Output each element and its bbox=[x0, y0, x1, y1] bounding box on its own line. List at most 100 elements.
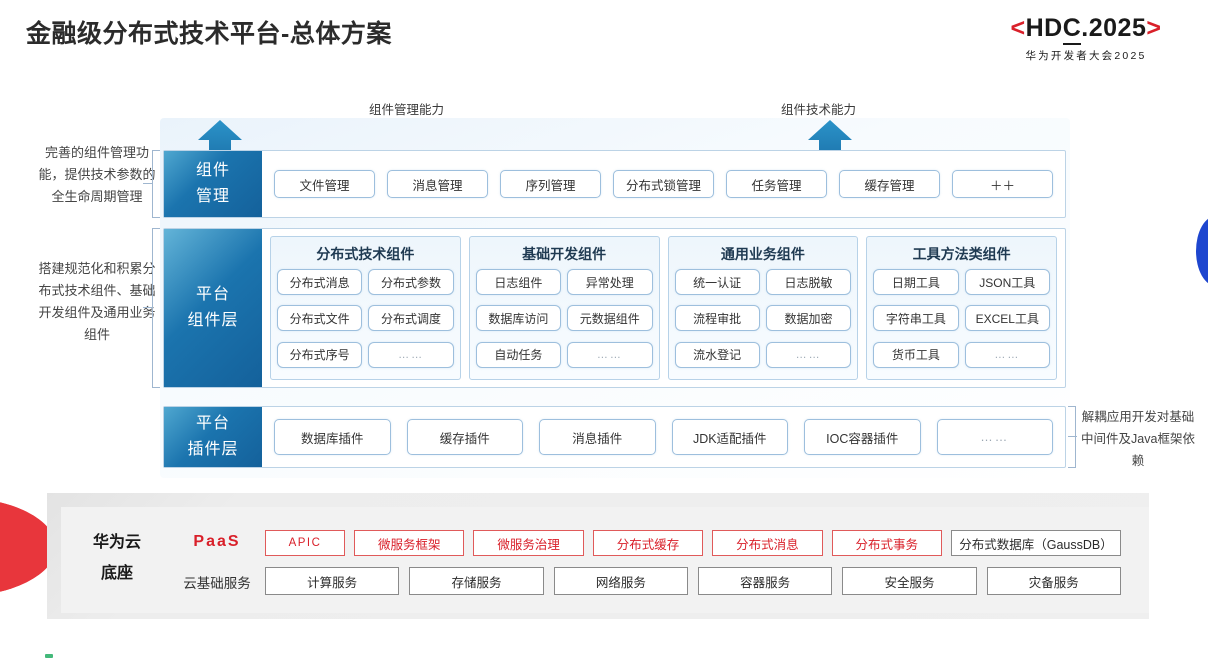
bracket-component-layer bbox=[152, 228, 160, 388]
layer-label-line1: 平台 bbox=[195, 286, 230, 303]
chip-distributed-database-gaussdb[interactable]: 分布式数据库（GaussDB） bbox=[951, 530, 1121, 556]
group-grid-basic-development: 日志组件 异常处理 数据库访问 元数据组件 自动任务 …… bbox=[475, 269, 653, 374]
chip-message-plugin[interactable]: 消息插件 bbox=[539, 419, 656, 455]
chip-string-tool[interactable]: 字符串工具 bbox=[873, 305, 959, 332]
layer-label-platform-component: 平台 组件层 bbox=[164, 229, 262, 387]
bracket-component-management bbox=[152, 150, 160, 218]
layer-label-line2: 插件层 bbox=[187, 441, 239, 458]
chip-cache-management[interactable]: 缓存管理 bbox=[839, 170, 940, 198]
chip-apic[interactable]: APIC bbox=[265, 530, 346, 556]
layer-body-platform-component: 分布式技术组件 分布式消息 分布式参数 分布式文件 分布式调度 分布式序号 ……… bbox=[262, 229, 1065, 387]
chip-log-desensitization[interactable]: 日志脱敏 bbox=[765, 269, 852, 295]
layer-body-component-management: 文件管理 消息管理 序列管理 分布式锁管理 任务管理 缓存管理 ＋＋ bbox=[262, 151, 1065, 217]
layer-platform-component: 平台 组件层 分布式技术组件 分布式消息 分布式参数 分布式文件 分布式调度 分… bbox=[163, 228, 1066, 388]
cloud-base-title: 华为云 底座 bbox=[78, 527, 156, 589]
logo-text-b: C bbox=[1062, 14, 1082, 45]
chip-database-plugin[interactable]: 数据库插件 bbox=[274, 419, 391, 455]
right-note: 解耦应用开发对基础中间件及Java框架依赖 bbox=[1081, 410, 1195, 468]
layer-label-platform-plugin: 平台 插件层 bbox=[164, 407, 262, 467]
chip-jdk-adaptation-plugin[interactable]: JDK适配插件 bbox=[671, 419, 788, 455]
chip-more-plugins[interactable]: …… bbox=[936, 419, 1053, 455]
chip-microservice-governance[interactable]: 微服务治理 bbox=[473, 530, 584, 556]
chip-metadata-component[interactable]: 元数据组件 bbox=[567, 305, 653, 332]
chip-exception-handling[interactable]: 异常处理 bbox=[567, 269, 653, 295]
group-grid-distributed-tech: 分布式消息 分布式参数 分布式文件 分布式调度 分布式序号 …… bbox=[277, 269, 454, 374]
group-title-tool-methods: 工具方法类组件 bbox=[912, 246, 1011, 262]
bracket-tick-1 bbox=[143, 183, 152, 185]
chip-distributed-file[interactable]: 分布式文件 bbox=[277, 305, 363, 332]
chip-network-service[interactable]: 网络服务 bbox=[553, 567, 688, 595]
cloud-service-row: 计算服务 存储服务 网络服务 容器服务 安全服务 灾备服务 bbox=[265, 567, 1121, 595]
chip-disaster-recovery-service[interactable]: 灾备服务 bbox=[986, 567, 1121, 595]
chip-message-management[interactable]: 消息管理 bbox=[387, 170, 488, 198]
logo-bracket-right-icon: > bbox=[1146, 14, 1162, 42]
chip-more-tool-methods[interactable]: …… bbox=[964, 341, 1050, 368]
arrow-label-component-technology: 组件技术能力 bbox=[781, 103, 857, 117]
chip-microservice-framework[interactable]: 微服务框架 bbox=[354, 530, 465, 556]
paas-label: PaaS bbox=[193, 533, 241, 550]
chip-security-service[interactable]: 安全服务 bbox=[842, 567, 977, 595]
chip-distributed-transaction[interactable]: 分布式事务 bbox=[831, 530, 942, 556]
chip-compute-service[interactable]: 计算服务 bbox=[265, 567, 400, 595]
cloud-base-title-line2: 底座 bbox=[100, 565, 133, 582]
group-grid-general-business: 统一认证 日志脱敏 流程审批 数据加密 流水登记 …… bbox=[674, 269, 852, 374]
chip-add-more[interactable]: ＋＋ bbox=[952, 170, 1053, 198]
chip-container-service[interactable]: 容器服务 bbox=[697, 567, 833, 595]
hdc-logo-subtitle: 华为开发者大会2025 bbox=[1025, 50, 1147, 62]
chip-distributed-message-paas[interactable]: 分布式消息 bbox=[712, 530, 823, 556]
logo-bracket-left-icon: < bbox=[1010, 14, 1026, 42]
group-basic-development: 基础开发组件 日志组件 异常处理 数据库访问 元数据组件 自动任务 …… bbox=[468, 236, 660, 380]
layer-label-line2: 管理 bbox=[195, 188, 230, 205]
chip-distributed-lock-management[interactable]: 分布式锁管理 bbox=[613, 170, 714, 198]
left-note-1: 完善的组件管理功能，提供技术参数的全生命周期管理 bbox=[38, 145, 156, 204]
chip-currency-tool[interactable]: 货币工具 bbox=[873, 341, 959, 368]
chip-automatic-task[interactable]: 自动任务 bbox=[475, 341, 562, 368]
chip-more-distributed-tech[interactable]: …… bbox=[368, 341, 454, 368]
hdc-logo-main: <HDC.2025> bbox=[976, 14, 1196, 45]
chip-data-encryption[interactable]: 数据加密 bbox=[765, 305, 852, 332]
group-distributed-tech: 分布式技术组件 分布式消息 分布式参数 分布式文件 分布式调度 分布式序号 …… bbox=[270, 236, 461, 380]
cloud-panel bbox=[61, 507, 1149, 613]
group-title-distributed-tech: 分布式技术组件 bbox=[316, 246, 415, 262]
group-tool-methods: 工具方法类组件 日期工具 JSON工具 字符串工具 EXCEL工具 货币工具 …… bbox=[866, 236, 1057, 380]
chip-file-management[interactable]: 文件管理 bbox=[274, 170, 375, 198]
chip-log-component[interactable]: 日志组件 bbox=[475, 269, 562, 295]
chip-json-tool[interactable]: JSON工具 bbox=[964, 269, 1050, 295]
chip-process-approval[interactable]: 流程审批 bbox=[674, 305, 760, 332]
layer-label-line2: 组件层 bbox=[187, 312, 239, 329]
blue-circle-decoration bbox=[1196, 216, 1208, 286]
chip-more-basic-development[interactable]: …… bbox=[567, 341, 653, 368]
layer-body-platform-plugin: 数据库插件 缓存插件 消息插件 JDK适配插件 IOC容器插件 …… bbox=[262, 407, 1065, 467]
chip-more-general-business[interactable]: …… bbox=[765, 341, 852, 368]
chip-transaction-registration[interactable]: 流水登记 bbox=[674, 341, 760, 368]
bracket-tick-3 bbox=[1068, 436, 1077, 438]
group-grid-tool-methods: 日期工具 JSON工具 字符串工具 EXCEL工具 货币工具 …… bbox=[873, 269, 1050, 374]
chip-distributed-parameter[interactable]: 分布式参数 bbox=[368, 269, 454, 295]
left-note-2: 搭建规范化和积累分布式技术组件、基础开发组件及通用业务组件 bbox=[38, 261, 156, 342]
group-general-business: 通用业务组件 统一认证 日志脱敏 流程审批 数据加密 流水登记 …… bbox=[667, 236, 859, 380]
group-title-basic-development: 基础开发组件 bbox=[522, 246, 607, 262]
chip-distributed-scheduling[interactable]: 分布式调度 bbox=[368, 305, 454, 332]
paas-item-row: APIC 微服务框架 微服务治理 分布式缓存 分布式消息 分布式事务 分布式数据… bbox=[265, 530, 1121, 556]
chip-ioc-container-plugin[interactable]: IOC容器插件 bbox=[804, 419, 921, 455]
chip-distributed-message[interactable]: 分布式消息 bbox=[277, 269, 363, 295]
chip-database-access[interactable]: 数据库访问 bbox=[475, 305, 562, 332]
chip-cache-plugin[interactable]: 缓存插件 bbox=[406, 419, 523, 455]
chip-unified-authentication[interactable]: 统一认证 bbox=[674, 269, 760, 295]
logo-text-c: .2025 bbox=[1081, 14, 1147, 42]
chip-sequence-management[interactable]: 序列管理 bbox=[500, 170, 601, 198]
page-title: 金融级分布式技术平台-总体方案 bbox=[26, 20, 392, 48]
chip-distributed-sequence[interactable]: 分布式序号 bbox=[277, 341, 363, 368]
chip-distributed-cache[interactable]: 分布式缓存 bbox=[592, 530, 704, 556]
bracket-tick-2 bbox=[143, 307, 152, 309]
hdc-logo: <HDC.2025> 华为开发者大会2025 bbox=[976, 14, 1196, 63]
cloud-base-title-line1: 华为云 bbox=[92, 534, 141, 551]
group-title-general-business: 通用业务组件 bbox=[720, 246, 805, 262]
chip-date-tool[interactable]: 日期工具 bbox=[873, 269, 959, 295]
arrow-label-component-management: 组件管理能力 bbox=[369, 103, 445, 117]
chip-storage-service[interactable]: 存储服务 bbox=[409, 567, 544, 595]
logo-text-a: HD bbox=[1025, 14, 1063, 42]
chip-excel-tool[interactable]: EXCEL工具 bbox=[964, 305, 1050, 332]
chip-task-management[interactable]: 任务管理 bbox=[726, 170, 827, 198]
